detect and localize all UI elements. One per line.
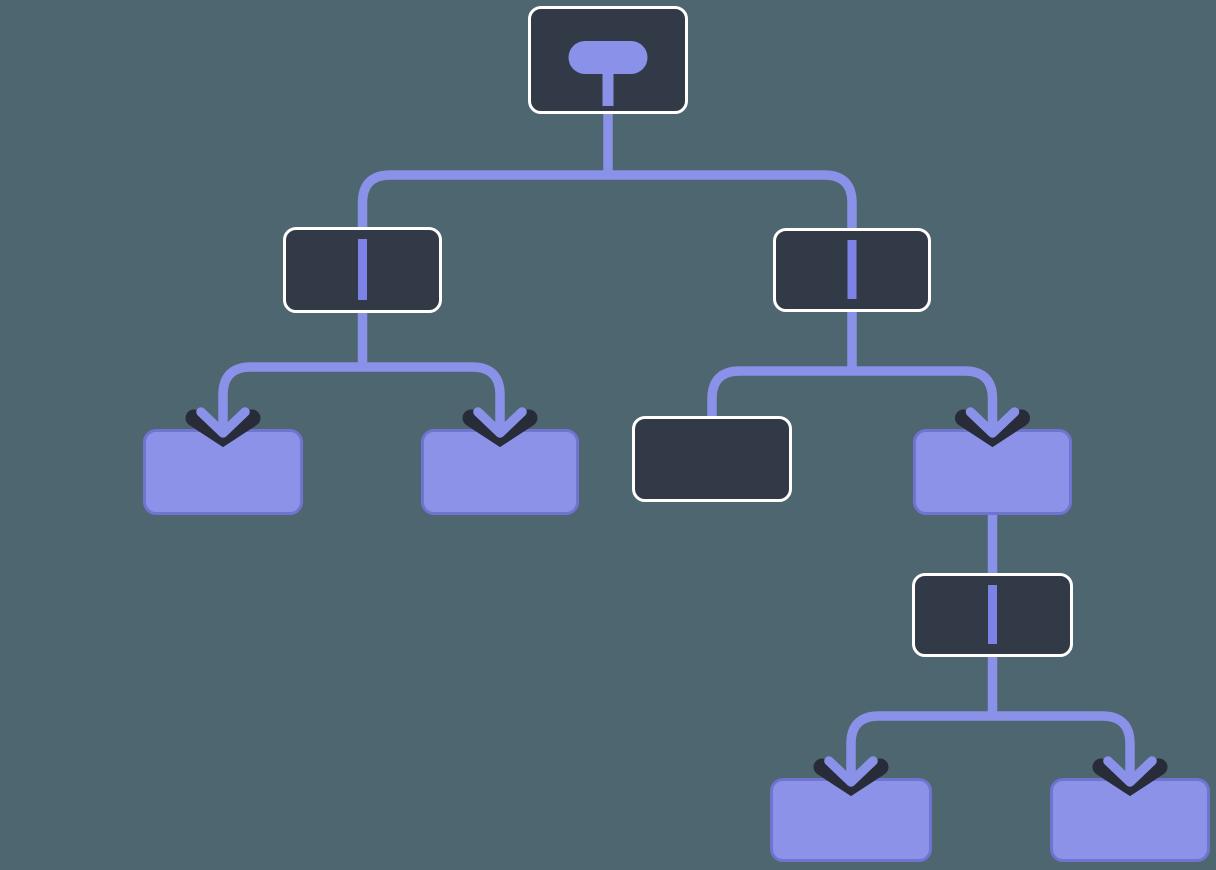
node-branch-right[interactable]	[773, 228, 931, 312]
node-branch-left[interactable]	[283, 227, 442, 313]
connector-branch	[357, 170, 857, 228]
node-leaf-4[interactable]	[770, 778, 932, 862]
node-leaf-5[interactable]	[1050, 778, 1210, 862]
connector-branch	[218, 362, 505, 427]
node-leaf-2[interactable]	[421, 429, 579, 515]
node-root[interactable]	[528, 6, 688, 114]
node-dark-leaf[interactable]	[632, 416, 792, 502]
node-leaf-3[interactable]	[913, 429, 1072, 515]
node-leaf-1[interactable]	[143, 429, 303, 515]
node-sub-branch[interactable]	[912, 573, 1073, 657]
connector-branch	[846, 711, 1135, 776]
